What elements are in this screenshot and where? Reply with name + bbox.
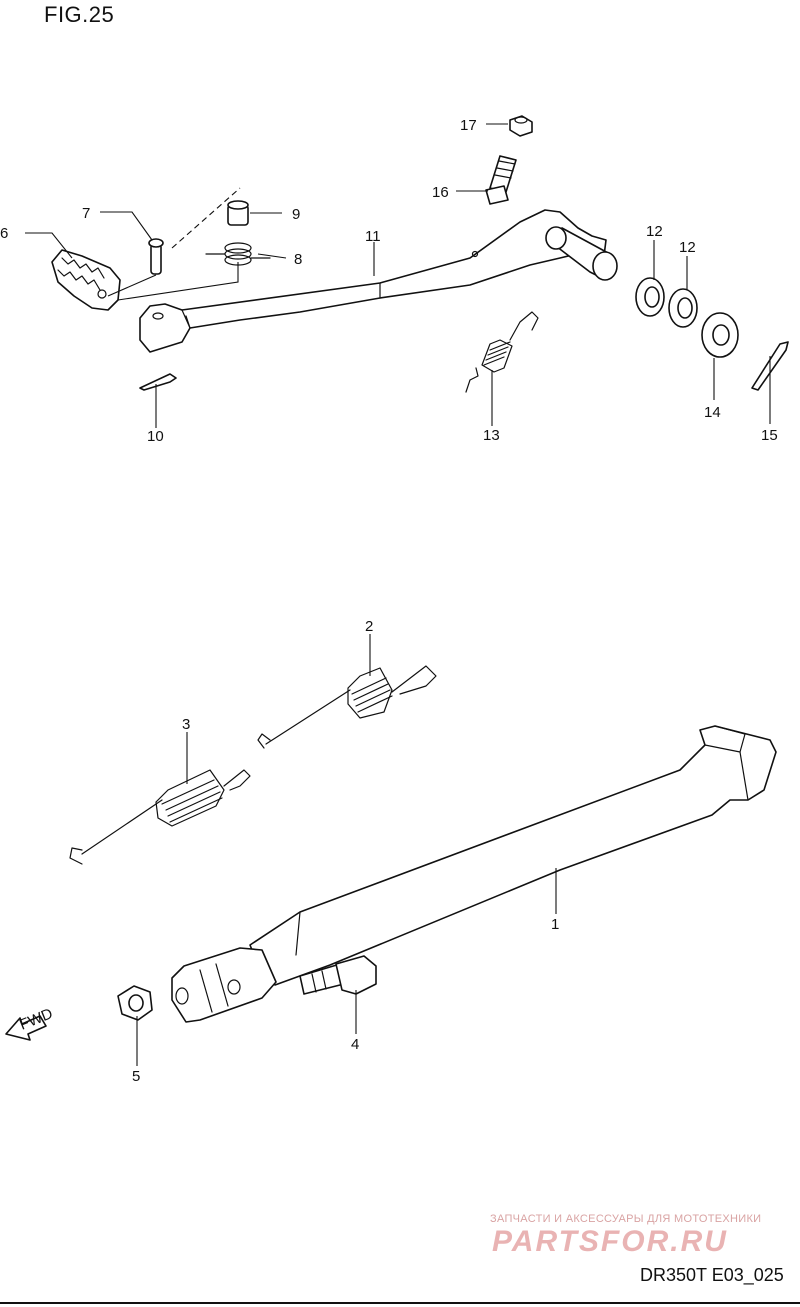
callout-2: 2 (365, 618, 373, 635)
callout-11: 11 (365, 228, 381, 245)
oil-seal-part-12-b (668, 288, 698, 328)
pedal-tip-part-6 (51, 249, 121, 311)
callout-6: 6 (0, 225, 8, 242)
diagram-code: DR350T E03_025 (640, 1265, 784, 1285)
washer-part-14 (701, 312, 739, 358)
nut-part-5 (117, 985, 153, 1021)
callout-10: 10 (147, 428, 164, 445)
callout-1: 1 (551, 916, 559, 933)
bolt-part-16 (485, 155, 517, 205)
collar-part-9 (227, 200, 249, 226)
cotter-pin-part-10 (139, 373, 177, 391)
pin-part-7 (148, 238, 164, 275)
spring-part-2 (257, 665, 437, 749)
forward-direction-arrow: FWD (5, 1005, 55, 1041)
frame-border (0, 1302, 800, 1304)
leader-lines (25, 123, 771, 1066)
callout-16: 16 (432, 184, 449, 201)
callout-4: 4 (351, 1036, 359, 1053)
return-spring-part-13 (465, 311, 539, 393)
callout-3: 3 (182, 716, 190, 733)
watermark-logo: PARTSFOR.RU (492, 1225, 728, 1258)
callout-7: 7 (82, 205, 90, 222)
callout-12-a: 12 (646, 223, 663, 240)
nut-part-17 (509, 115, 533, 137)
torsion-spring-part-8 (205, 242, 271, 266)
callout-numbers: 6 7 9 8 10 11 16 17 12 12 14 15 13 2 3 1… (0, 117, 778, 1085)
callout-13: 13 (483, 427, 500, 444)
spring-part-3 (69, 769, 251, 865)
oil-seal-part-12-a (635, 277, 665, 317)
callout-8: 8 (294, 251, 302, 268)
pivot-bolt-part-4 (299, 955, 377, 995)
callout-14: 14 (704, 404, 721, 421)
callout-12-b: 12 (679, 239, 696, 256)
callout-15: 15 (761, 427, 778, 444)
brake-pedal-part-11 (139, 209, 618, 353)
callout-17: 17 (460, 117, 477, 134)
side-stand-part-1 (171, 725, 777, 1023)
figure-title: FIG.25 (44, 2, 115, 27)
callout-9: 9 (292, 206, 300, 223)
callout-5: 5 (132, 1068, 140, 1085)
watermark-tagline: ЗАПЧАСТИ И АКСЕССУАРЫ ДЛЯ МОТОТЕХНИКИ (490, 1213, 762, 1225)
